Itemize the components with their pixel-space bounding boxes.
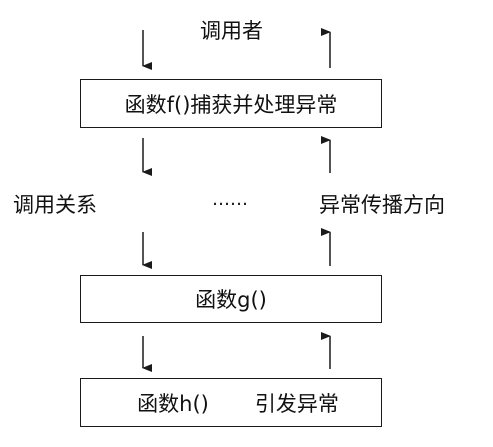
call-relation-label: 调用关系 (13, 193, 97, 217)
exception-propagation-label: 异常传播方向 (319, 193, 445, 217)
function-f-box: 函数f()捕获并处理异常 (80, 79, 382, 128)
function-h-label: 函数h() (137, 391, 209, 416)
function-f-label: 函数f()捕获并处理异常 (124, 92, 338, 117)
function-g-box: 函数g() (80, 275, 382, 323)
ellipsis-text: …… (212, 189, 248, 210)
function-g-label: 函数g() (195, 288, 267, 312)
caller-label: 调用者 (200, 19, 263, 43)
raise-exception-label: 引发异常 (254, 391, 339, 416)
function-h-box: 函数h() 引发异常 (80, 378, 382, 427)
